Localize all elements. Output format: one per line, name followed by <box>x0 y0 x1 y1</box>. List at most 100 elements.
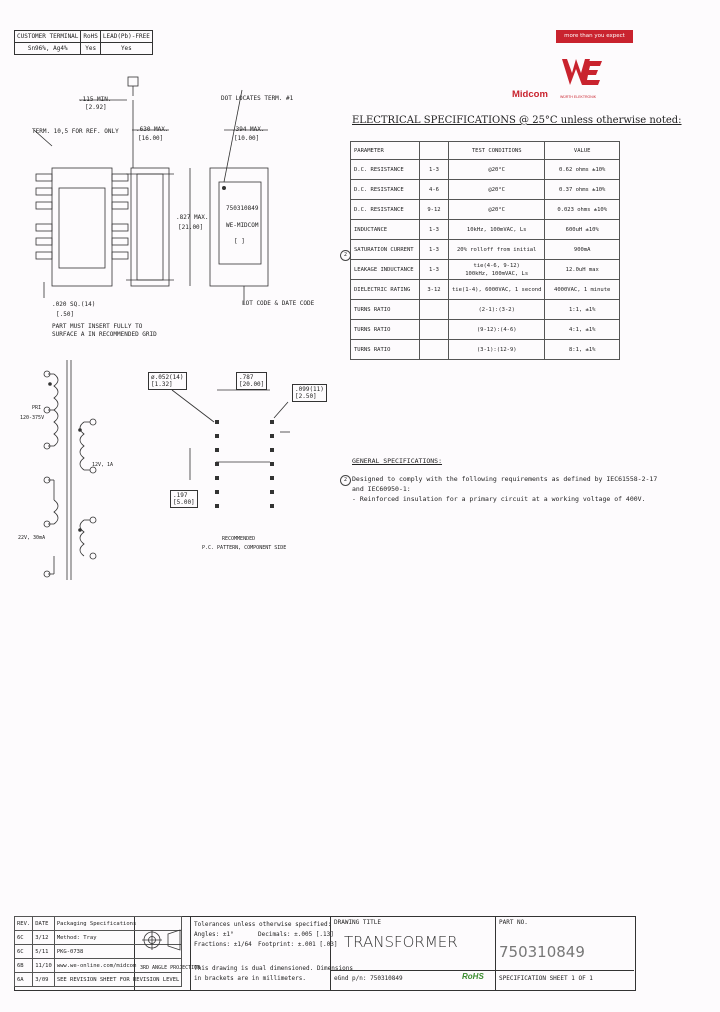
dot-note: DOT LOCATES TERM. #1 <box>221 95 294 102</box>
cell-lead-free: Yes <box>99 42 153 55</box>
row-pins: 1-3 <box>419 239 449 260</box>
row-pins: 1-3 <box>419 259 449 280</box>
row-value: 8:1, ±1% <box>544 339 620 360</box>
lot-note: LOT CODE & DATE CODE <box>242 300 315 307</box>
part-no-label: PART NO. <box>499 919 528 926</box>
row-pins <box>419 319 449 340</box>
sec1-label: 12V, 1A <box>92 462 114 468</box>
row-pins <box>419 339 449 360</box>
part-no: 750310849 <box>499 943 585 961</box>
date-cell: 11/10 <box>32 958 55 973</box>
midcom-logo-text: Midcom <box>512 89 548 100</box>
revision-row: 6B 11/10 www.we-online.com/midcom <box>13 958 183 973</box>
projection-label: 3RD ANGLE PROJECTION <box>140 965 201 971</box>
insert-note-1: PART MUST INSERT FULLY TO <box>52 323 143 330</box>
pcb-787-mm: [20.00] <box>239 381 265 388</box>
electrical-specs-title: ELECTRICAL SPECIFICATIONS @ 25°C unless … <box>352 115 682 126</box>
general-line: Designed to comply with the following re… <box>352 475 658 483</box>
row-cond-line-2: 100kHz, 100mVAC, Ls <box>465 270 529 277</box>
row-param: LEAKAGE INDUCTANCE <box>350 259 420 280</box>
pcb-099-mm: [2.50] <box>295 393 317 400</box>
row-value: 12.0uH max <box>544 259 620 280</box>
row-param: D.C. RESISTANCE <box>350 199 420 220</box>
header-customer-terminal: CUSTOMER TERMINAL <box>13 30 82 43</box>
we-logo-icon: WE <box>560 55 602 85</box>
table-row: SATURATION CURRENT 1-3 20% rolloff from … <box>350 239 620 260</box>
general-specs-title: GENERAL SPECIFICATIONS: <box>352 457 443 465</box>
mechanical-drawing <box>33 76 269 304</box>
file-reference: eGnd p/n: 750310849 <box>334 975 403 982</box>
pri-label: PRI <box>32 405 42 411</box>
revision-table: REV. DATE Packaging Specifications 6C 3/… <box>13 916 183 987</box>
row-value: 4000VAC, 1 minute <box>544 279 620 300</box>
pcb-caption-1: RECOMMENDED <box>222 536 256 542</box>
tolerance-fractions: Fractions: ±1/64 <box>194 941 252 948</box>
row-pins <box>419 299 449 320</box>
pcb-hole-label: ø.052(14) <box>151 374 184 381</box>
row-cond: @20°C <box>447 199 546 220</box>
wurth-logo-text: WÜRTH ELEKTRONIK <box>560 95 597 99</box>
pcb-pattern <box>171 389 290 508</box>
date-cell: 5/11 <box>32 944 55 959</box>
customer-terminal-table: CUSTOMER TERMINAL RoHS LEAD(Pb)-FREE Sn9… <box>13 30 153 55</box>
table-row: D.C. RESISTANCE 4-6 @20°C 0.37 ohms ±10% <box>350 179 620 200</box>
header-parameter: PARAMETER <box>350 141 420 160</box>
spec-sheet-label: SPECIFICATION SHEET 1 OF 1 <box>499 975 593 982</box>
sec2-label: 22V, 30mA <box>18 535 46 541</box>
maker-marking: WE-MIDCOM <box>226 222 259 229</box>
table-row: DIELECTRIC RATING 3-12 tie(1-4), 6000VAC… <box>350 279 620 300</box>
pcb-787-dim: .787 [20.00] <box>236 372 268 390</box>
pcb-197-dim: .197 [5.00] <box>170 490 198 508</box>
row-param: TURNS RATIO <box>350 339 420 360</box>
table-row: TURNS RATIO (3-1):(12-9) 8:1, ±1% <box>350 339 620 360</box>
row-value: 600uH ±10% <box>544 219 620 240</box>
dim-020: .020 SQ.(14) <box>52 301 96 308</box>
drawing-title: TRANSFORMER <box>344 933 458 951</box>
row-cond: (9-12):(4-6) <box>447 319 546 340</box>
rev-cell: 6C <box>13 930 34 945</box>
dim-115-mm: [2.92] <box>85 104 107 111</box>
row-param: INDUCTANCE <box>350 219 420 240</box>
revision-row: 6A 3/09 SEE REVISION SHEET FOR REVISION … <box>13 972 183 987</box>
packaging-cell: SEE REVISION SHEET FOR REVISION LEVEL <box>53 972 183 987</box>
row-value: 4:1, ±1% <box>544 319 620 340</box>
row-param: D.C. RESISTANCE <box>350 159 420 180</box>
row-pins: 1-3 <box>419 159 449 180</box>
pin-circles <box>43 370 97 578</box>
rev-cell: 6C <box>13 944 34 959</box>
dual-dimension-note-1: This drawing is dual dimensioned. Dimens… <box>194 965 353 972</box>
dim-827: .827 MAX. <box>176 214 209 221</box>
table-header-row: PARAMETER TEST CONDITIONS VALUE <box>350 141 620 160</box>
side-view-pins <box>35 173 129 260</box>
dim-827-mm: [21.00] <box>178 224 204 231</box>
row-cond: tie(4-6, 9-12) 100kHz, 100mVAC, Ls <box>447 259 546 280</box>
dim-020-mm: [.50] <box>56 311 75 318</box>
revision-mark-icon: 2 <box>340 250 351 261</box>
row-param: TURNS RATIO <box>350 299 420 320</box>
header-rohs: RoHS <box>80 30 101 43</box>
dim-394: .394 MAX. <box>232 126 265 133</box>
cell-terminal-material: Sn96%, Ag4% <box>13 42 82 55</box>
row-pins: 3-12 <box>419 279 449 300</box>
general-line: and IEC60950-1: <box>352 485 411 493</box>
row-cond: @20°C <box>447 179 546 200</box>
third-angle-projection-icon <box>142 929 181 951</box>
dim-115: .115 MIN. <box>79 96 112 103</box>
row-cond: 10kHz, 100mVAC, Ls <box>447 219 546 240</box>
pcb-099: .099(11) <box>295 386 324 393</box>
pcb-hole-mm: [1.32] <box>151 381 173 388</box>
dim-630: .630 MAX. <box>136 126 169 133</box>
header-test-conditions: TEST CONDITIONS <box>447 141 546 160</box>
primary-coil <box>48 373 59 525</box>
schematic-drawing <box>43 360 97 580</box>
svg-text:WE: WE <box>560 55 562 56</box>
general-revision-mark-icon: 2 <box>340 475 351 486</box>
table-row: D.C. RESISTANCE 1-3 @20°C 0.62 ohms ±10% <box>350 159 620 180</box>
electrical-specs-table: PARAMETER TEST CONDITIONS VALUE D.C. RES… <box>350 141 620 360</box>
table-row: D.C. RESISTANCE 9-12 @20°C 0.023 ohms ±1… <box>350 199 620 220</box>
pri-volt: 120-375V <box>20 415 45 421</box>
front-view-body <box>130 167 170 287</box>
table-row: TURNS RATIO (2-1):(3-2) 1:1, ±1% <box>350 299 620 320</box>
row-pins: 1-3 <box>419 219 449 240</box>
row-param: TURNS RATIO <box>350 319 420 340</box>
